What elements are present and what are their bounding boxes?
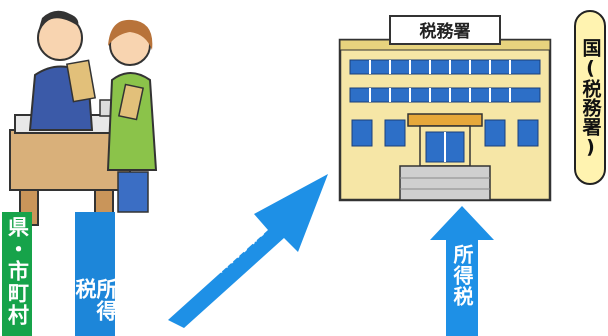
tax-office-building	[330, 12, 560, 202]
prefecture-city-label: 県・市町村	[5, 216, 30, 326]
people-desk-illustration	[0, 0, 170, 235]
upward-arrow-label: 所得税	[450, 244, 474, 307]
national-tax-badge-label: 国(税務署)	[579, 37, 602, 158]
income-tax-left-label-box: 所得税	[75, 212, 115, 336]
diagonal-arrow	[150, 160, 330, 336]
upward-arrow	[430, 206, 494, 336]
income-tax-left-label: 所得税	[75, 278, 115, 322]
upward-arrow-label-box: 所得税	[446, 244, 478, 336]
prefecture-city-label-box: 県・市町村	[2, 212, 32, 336]
national-tax-badge: 国(税務署)	[574, 10, 606, 185]
building-sign-label: 税務署	[419, 22, 471, 42]
